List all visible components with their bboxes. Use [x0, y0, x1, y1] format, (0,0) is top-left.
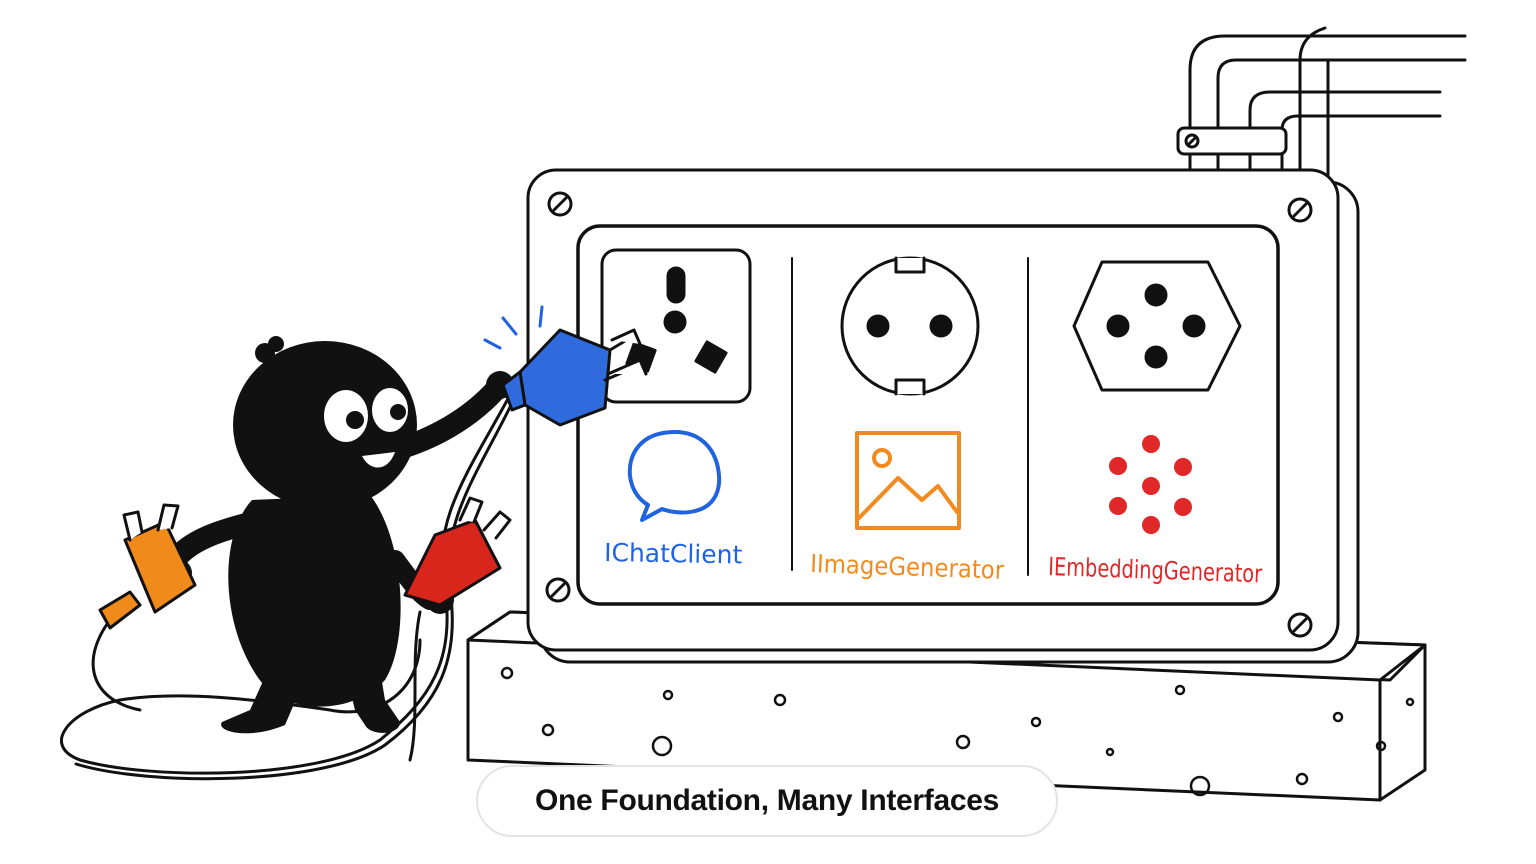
- image-icon: [855, 431, 961, 530]
- dots-cluster-icon: [1109, 435, 1192, 534]
- socket-panel: [526, 168, 1360, 664]
- chat-bubble-icon: [627, 430, 722, 522]
- socket-label-image: IImageGenerator: [810, 549, 1006, 585]
- socket-label-chat: IChatClient: [604, 538, 743, 569]
- red-plug: [403, 496, 512, 607]
- socket-type-j: [1072, 260, 1242, 392]
- blue-plug: [483, 305, 648, 427]
- caption-pill: One Foundation, Many Interfaces: [476, 765, 1058, 837]
- screw-icon: [545, 191, 1313, 638]
- conduit-pipes: [1176, 26, 1467, 180]
- socket-type-f: [840, 256, 980, 396]
- orange-plug: [98, 503, 197, 630]
- socket-type-g: [600, 248, 752, 404]
- caption-text: One Foundation, Many Interfaces: [534, 784, 1000, 817]
